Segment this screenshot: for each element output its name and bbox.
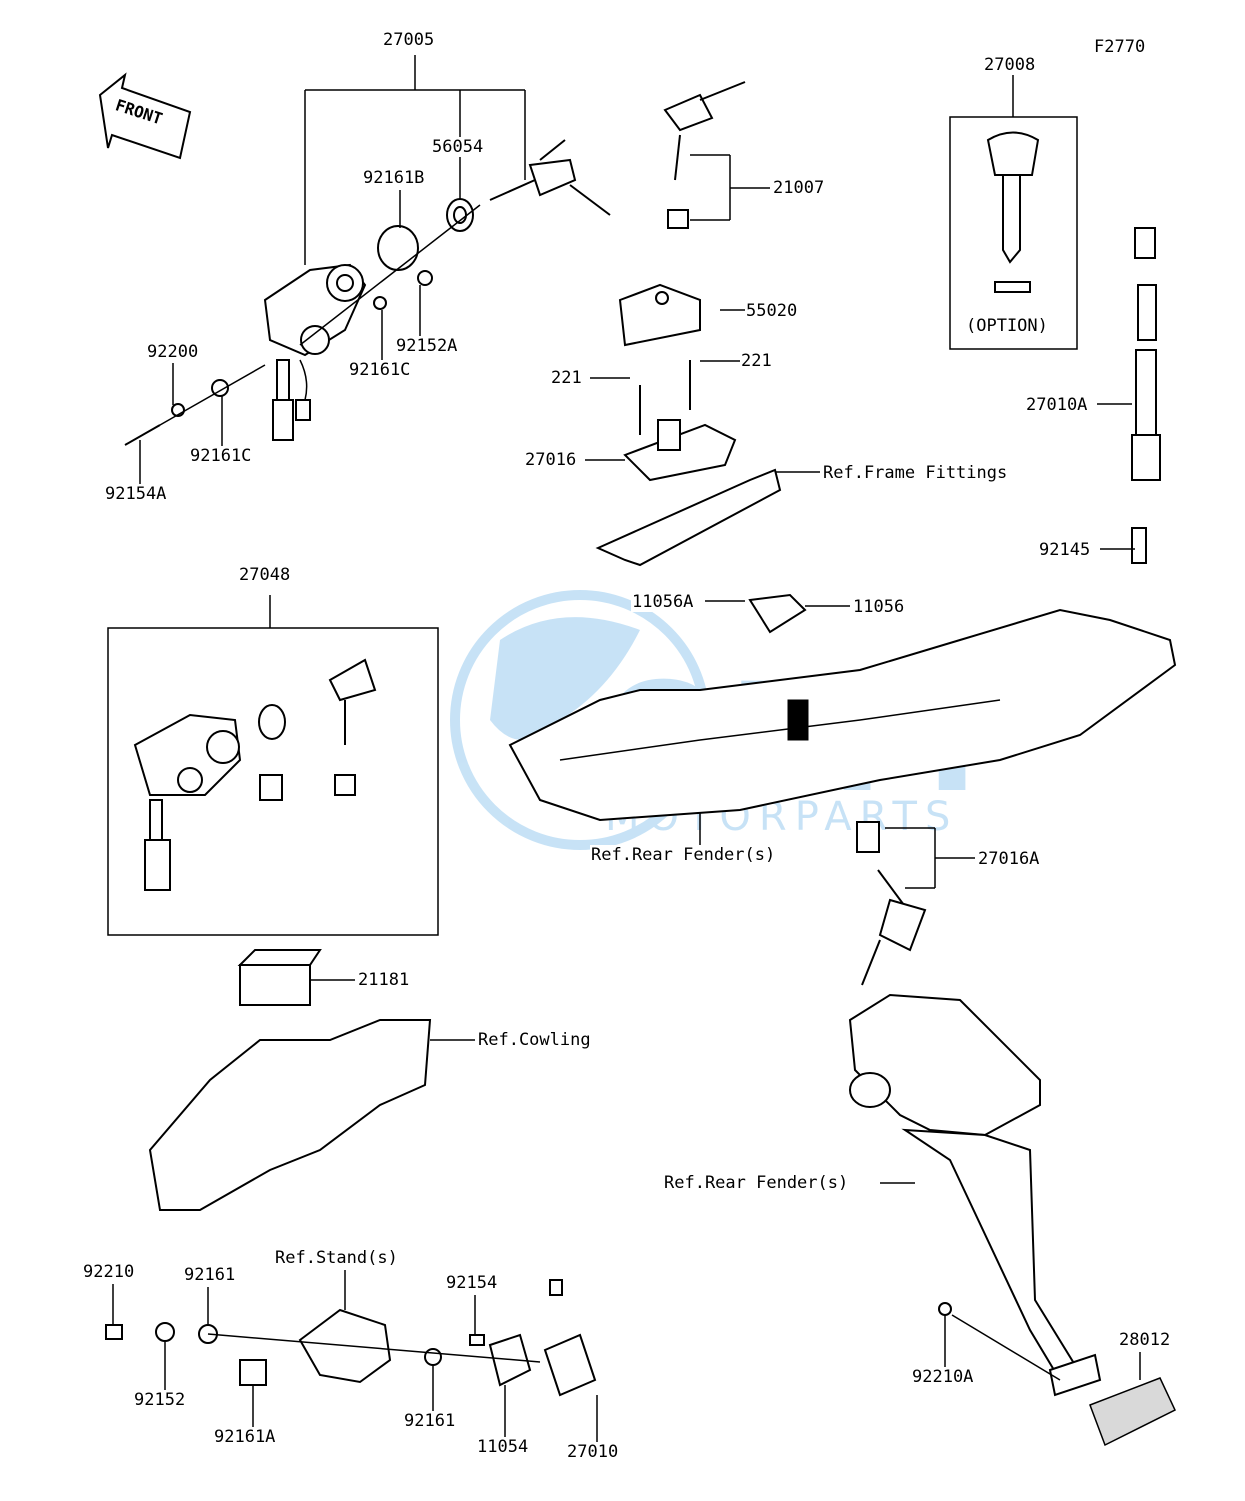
callout-92200: 92200 — [146, 342, 200, 362]
relay-21181-icon — [237, 949, 322, 1006]
callout-92145: 92145 — [1038, 540, 1092, 560]
callout-55020: 55020 — [745, 301, 799, 321]
callout-92154: 92154 — [445, 1273, 499, 1293]
callout-27016a: 27016A — [977, 849, 1041, 869]
callout-92152a: 92152A — [395, 336, 459, 356]
ref-cowling: Ref.Cowling — [477, 1030, 592, 1050]
option-label: (OPTION) — [965, 316, 1049, 336]
washer-92161-b-icon — [424, 1348, 442, 1366]
switch-27010a-icon — [1131, 227, 1161, 564]
callout-27010a: 27010A — [1025, 395, 1089, 415]
key-set-21007-icon — [663, 81, 746, 229]
callout-92161-b: 92161 — [403, 1411, 457, 1431]
callout-11054: 11054 — [476, 1437, 530, 1457]
lock-27016a-icon — [856, 821, 927, 986]
rear-frame-icon — [508, 608, 1177, 822]
callout-92161-a: 92161 — [183, 1265, 237, 1285]
ref-rear-fender-b: Ref.Rear Fender(s) — [663, 1173, 850, 1193]
callout-92161c: 92161C — [348, 360, 412, 380]
callout-92161b: 92161B — [362, 168, 426, 188]
callout-27048: 27048 — [238, 565, 292, 585]
washer-92152-icon — [155, 1322, 175, 1342]
figure-code: F2770 — [1093, 37, 1147, 57]
set-27048-box — [107, 627, 439, 936]
callout-92210: 92210 — [82, 1262, 136, 1282]
callout-21007: 21007 — [772, 178, 826, 198]
key-icon — [489, 139, 611, 216]
ref-frame-fittings: Ref.Frame Fittings — [822, 463, 1009, 483]
bracket-21007 — [690, 154, 770, 221]
cowling-bracket-icon — [148, 1019, 432, 1211]
callout-92161c-b: 92161C — [189, 446, 253, 466]
holder-27016-icon — [623, 360, 737, 482]
cap-92161b-icon — [377, 225, 419, 271]
frame-bracket-icon — [595, 468, 782, 567]
ignition-set-27048-icon — [133, 658, 377, 891]
rear-fender-icon — [848, 993, 1176, 1447]
callout-27016: 27016 — [524, 450, 578, 470]
callout-92152: 92152 — [133, 1390, 187, 1410]
clip-11056-icon — [748, 593, 807, 634]
callout-221-b: 221 — [740, 351, 773, 371]
callout-92154a: 92154A — [104, 484, 168, 504]
front-arrow-icon: FRONT — [98, 72, 192, 160]
callout-28012: 28012 — [1118, 1330, 1172, 1350]
ref-stand: Ref.Stand(s) — [274, 1248, 399, 1268]
callout-21181: 21181 — [357, 970, 411, 990]
callout-221-a: 221 — [550, 368, 583, 388]
callout-56054: 56054 — [431, 137, 485, 157]
callout-27008: 27008 — [983, 55, 1037, 75]
washer-92161c-icon — [373, 296, 387, 310]
screw-92154a-icon — [124, 364, 266, 446]
cover-55020-icon — [618, 283, 701, 347]
switch-27010-icon — [543, 1279, 597, 1397]
callout-11056a: 11056A — [631, 592, 695, 612]
callout-92210a: 92210A — [911, 1367, 975, 1387]
bracket-27016a — [885, 827, 975, 889]
washer-92152a-icon — [417, 270, 433, 286]
nut-92210-icon — [105, 1324, 123, 1340]
key-blank-27008-icon — [986, 131, 1040, 293]
reflector-28012-icon — [1089, 1377, 1176, 1447]
callout-27010: 27010 — [566, 1442, 620, 1462]
bracket-27005 — [304, 55, 526, 265]
ref-rear-fender-a: Ref.Rear Fender(s) — [590, 845, 777, 865]
callout-11056: 11056 — [852, 597, 906, 617]
callout-27005: 27005 — [382, 30, 436, 50]
callout-92161a: 92161A — [213, 1427, 277, 1447]
cap-92161a-icon — [239, 1359, 267, 1386]
ignition-switch-icon — [263, 263, 367, 441]
